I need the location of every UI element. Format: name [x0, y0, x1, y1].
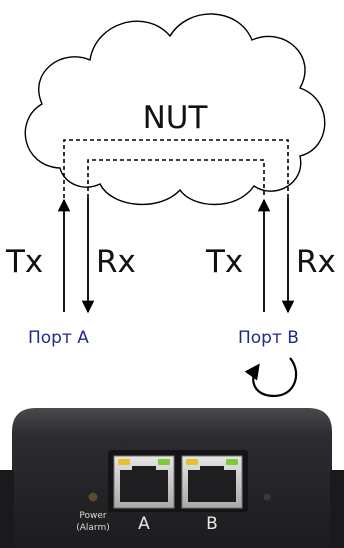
- device-right-edge: [330, 470, 344, 548]
- device-port-b-label: B: [206, 514, 218, 534]
- outer-dashed-path: [63, 139, 289, 198]
- port-b-tx-label: Tx: [205, 244, 243, 280]
- device-left-edge: [0, 470, 14, 548]
- port-b-name: Порт B: [238, 328, 299, 348]
- port-a-rx-label: Rx: [96, 244, 136, 280]
- power-alarm-label: (Alarm): [76, 523, 110, 533]
- nut-device: Power (Alarm) A B: [0, 408, 344, 548]
- power-label: Power: [79, 511, 107, 521]
- power-led: [87, 491, 99, 503]
- loopback-arrow: [244, 357, 298, 398]
- inner-dashed-path: [87, 159, 265, 198]
- led-yellow-b: [186, 459, 198, 465]
- device-port-a-label: A: [138, 514, 150, 534]
- led-yellow-a: [118, 459, 130, 465]
- cloud-label: NUT: [143, 100, 209, 136]
- right-indicator: [262, 492, 272, 502]
- port-a-tx-label: Tx: [5, 244, 43, 280]
- led-green-b: [226, 459, 238, 465]
- led-green-a: [158, 459, 170, 465]
- ethernet-jack-b: [181, 455, 243, 509]
- network-cloud: [24, 13, 326, 206]
- ethernet-jack-a: [113, 455, 175, 509]
- port-b-rx-label: Rx: [296, 244, 336, 280]
- port-a-name: Порт A: [28, 328, 89, 348]
